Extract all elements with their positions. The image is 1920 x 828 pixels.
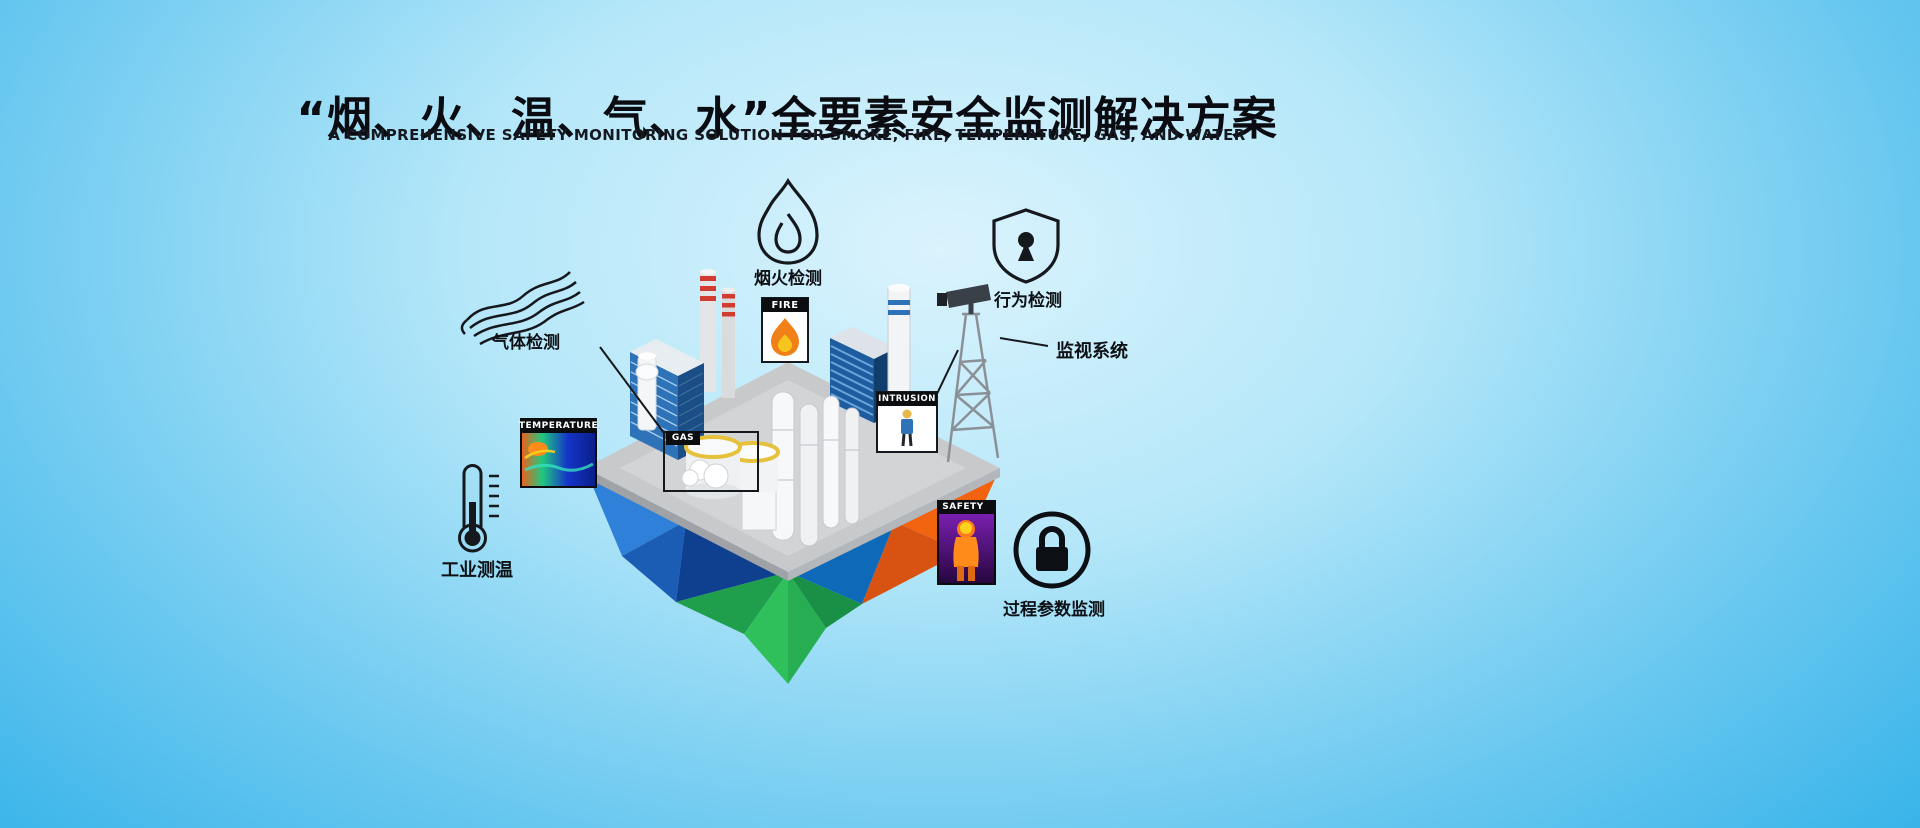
white-stack [887, 284, 911, 397]
fire-tag-label: FIRE [762, 298, 808, 312]
callout-process-params-label: 过程参数监测 [1003, 600, 1105, 620]
connector-lines [599, 337, 1049, 434]
thermometer-icon [458, 464, 499, 553]
camera-tower [946, 312, 1000, 463]
gas-tag-box [663, 431, 759, 492]
shield-keyhole-icon [992, 208, 1060, 284]
safety-tag-label: SAFETY [938, 500, 988, 514]
callout-surveillance-label: 监视系统 [1056, 341, 1128, 362]
banner-title: “烟、火、温、气、水”全要素安全监测解决方案 [296, 92, 1278, 146]
callout-smoke-fire-label: 烟火检测 [754, 269, 822, 289]
safety-tag-box [937, 500, 996, 585]
padlock-circle-icon [1013, 511, 1091, 589]
callout-industrial-temp-label: 工业测温 [441, 560, 513, 581]
water-tower [635, 352, 659, 431]
gas-tag-label: GAS [666, 431, 700, 445]
temperature-tag-label: TEMPERATURE [518, 419, 599, 432]
factory-chimneys [700, 269, 735, 398]
intrusion-tag-label: INTRUSION [877, 392, 937, 406]
callout-gas-label: 气体检测 [492, 333, 560, 353]
gas-waves-icon [460, 271, 585, 346]
banner-subtitle: A COMPREHENSIVE SAFETY MONITORING SOLUTI… [328, 126, 1246, 144]
cctv-camera [937, 284, 991, 314]
storage-tanks [681, 435, 780, 499]
callout-behavior-label: 行为检测 [994, 291, 1062, 311]
flame-icon [757, 177, 819, 265]
